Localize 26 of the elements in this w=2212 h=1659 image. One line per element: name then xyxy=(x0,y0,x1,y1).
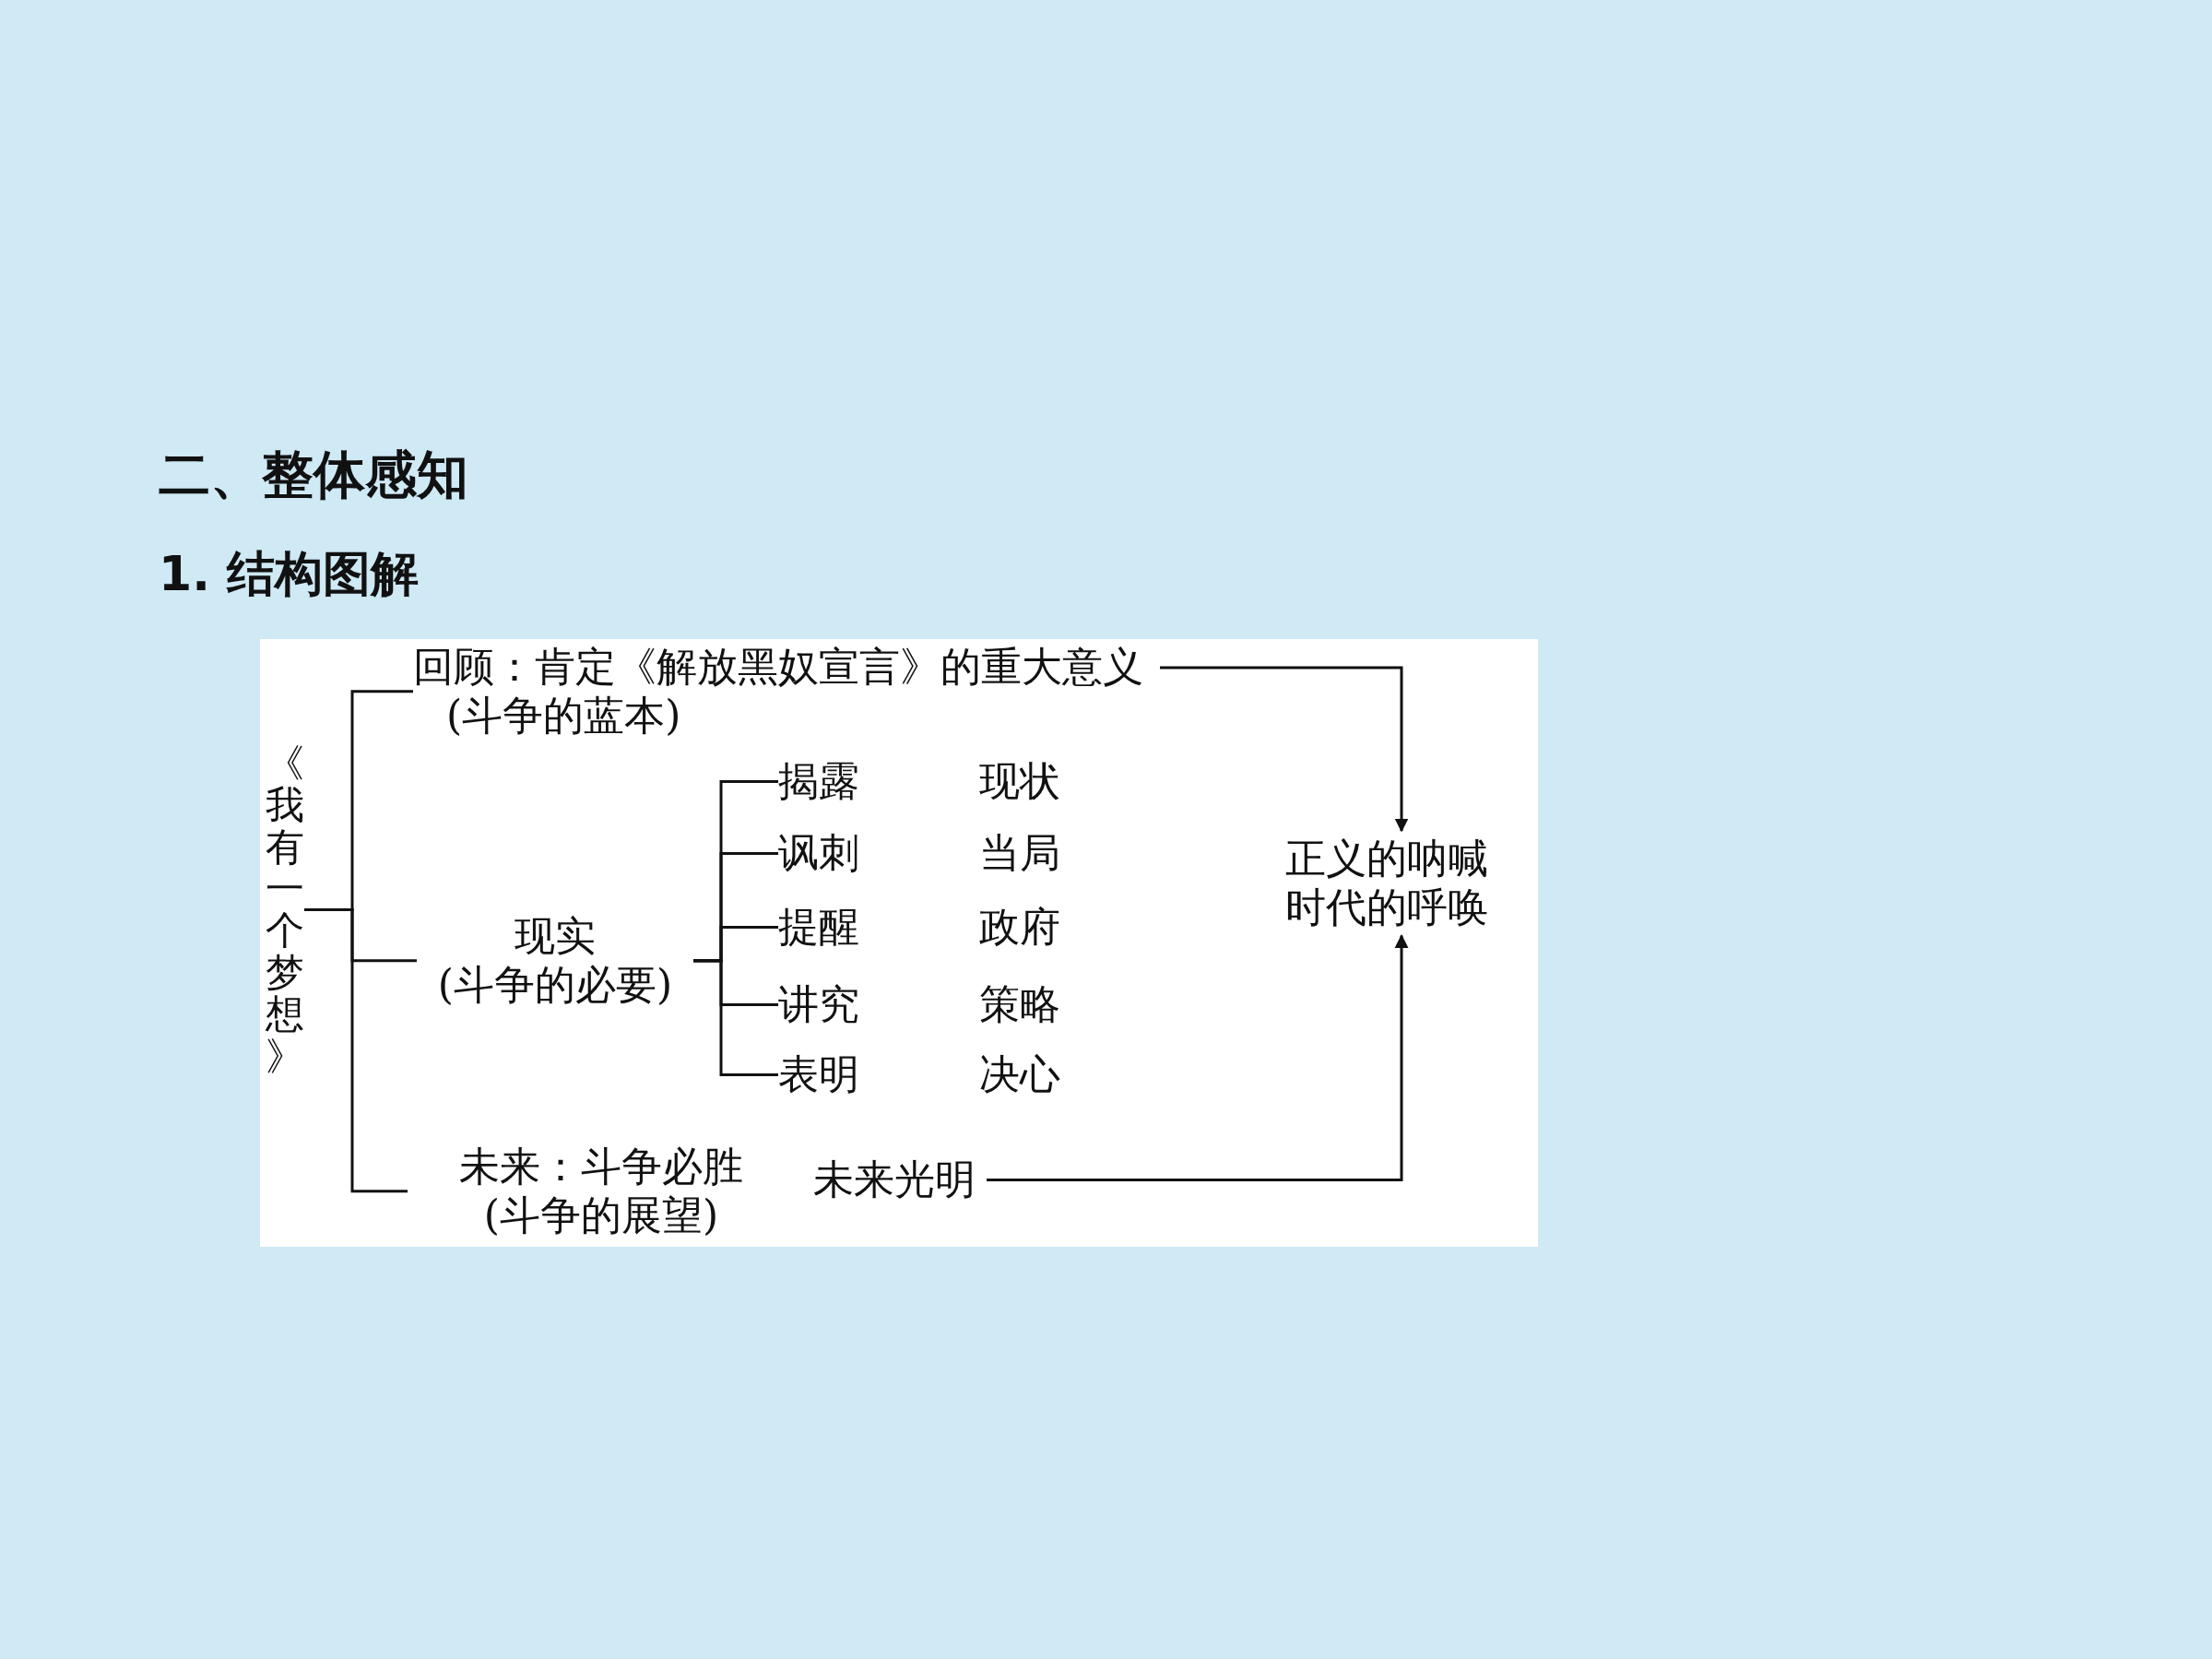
object-text: 决心 xyxy=(979,1050,1060,1099)
node-text: 讽刺 xyxy=(778,829,859,878)
node-text: 提醒 xyxy=(778,903,859,952)
heading: 二、整体感知 xyxy=(159,444,468,506)
node-text: 现实 xyxy=(514,912,597,961)
node-text: (斗争的必要) xyxy=(436,960,674,1010)
node-text: 讲究 xyxy=(778,980,859,1029)
object-text: 政府 xyxy=(979,903,1060,952)
arrow xyxy=(987,934,1409,1181)
object-text: 策略 xyxy=(979,980,1060,1029)
bracket-line xyxy=(693,959,778,1076)
node-text: 时代的呼唤 xyxy=(1285,883,1488,932)
node-text: 回顾：肯定《解放黑奴宣言》的重大意义 xyxy=(413,643,1143,692)
object-text: 现状 xyxy=(979,757,1060,806)
object-text: 当局 xyxy=(979,829,1060,878)
node-text: 正义的呐喊 xyxy=(1285,835,1488,883)
node-text: 未来光明 xyxy=(813,1155,976,1204)
node-text: 未来：斗争必胜 xyxy=(458,1143,744,1191)
node-text: (斗争的蓝本) xyxy=(445,691,682,741)
node-text: 表明 xyxy=(778,1050,859,1099)
bracket-line xyxy=(304,907,408,1193)
node-text: 揭露 xyxy=(778,757,859,806)
subheading: 1. 结构图解 xyxy=(159,545,420,603)
arrow xyxy=(1160,666,1409,833)
vertical-title: 《我有一个梦想》 xyxy=(266,742,304,1077)
node-text: (斗争的展望) xyxy=(482,1191,720,1240)
